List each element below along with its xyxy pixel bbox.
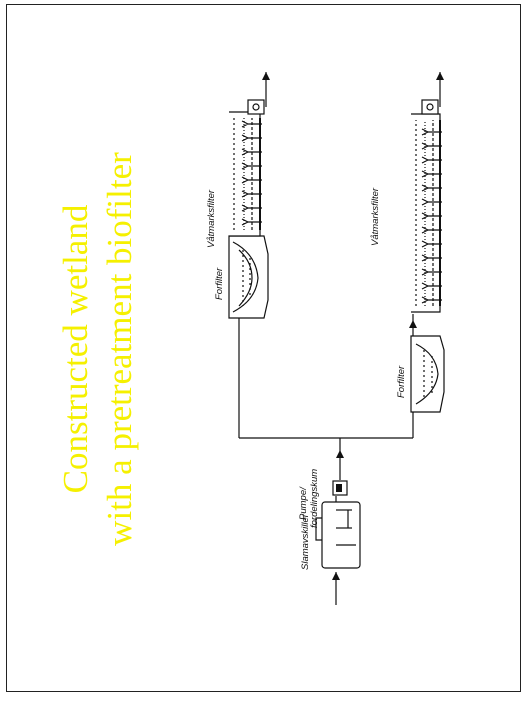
label-wetland-lower: Våtmarksfilter: [370, 187, 381, 246]
pipe-pump-to-manifold: [336, 438, 344, 480]
wetland-upper-plants: [241, 120, 262, 226]
label-prefilter-upper: Forfilter: [214, 267, 225, 300]
pipe-lower-prefilter-to-wetland: [409, 314, 417, 336]
septic-tank-shape: [315, 501, 361, 569]
pump-sump-shape: [332, 480, 348, 496]
label-pump-line1: Pumpe/: [298, 486, 309, 520]
label-septic-tank: Slamavskiller: [300, 513, 311, 570]
distribution-manifold: [238, 318, 414, 439]
outlet-well-upper: [247, 72, 270, 115]
prefilter-lower-shape: [410, 335, 445, 413]
outlet-well-lower: [421, 72, 444, 115]
wetland-lower-plants: [421, 128, 442, 304]
label-prefilter-lower: Forfilter: [396, 365, 407, 398]
inflow-arrow: [332, 572, 340, 605]
wetland-lower-shape: [411, 113, 441, 313]
label-pump-line2: fordelingskum: [309, 469, 320, 528]
wetland-upper-shape: [229, 111, 261, 237]
label-wetland-upper: Våtmarksfilter: [206, 189, 217, 248]
prefilter-upper-shape: [228, 235, 269, 319]
